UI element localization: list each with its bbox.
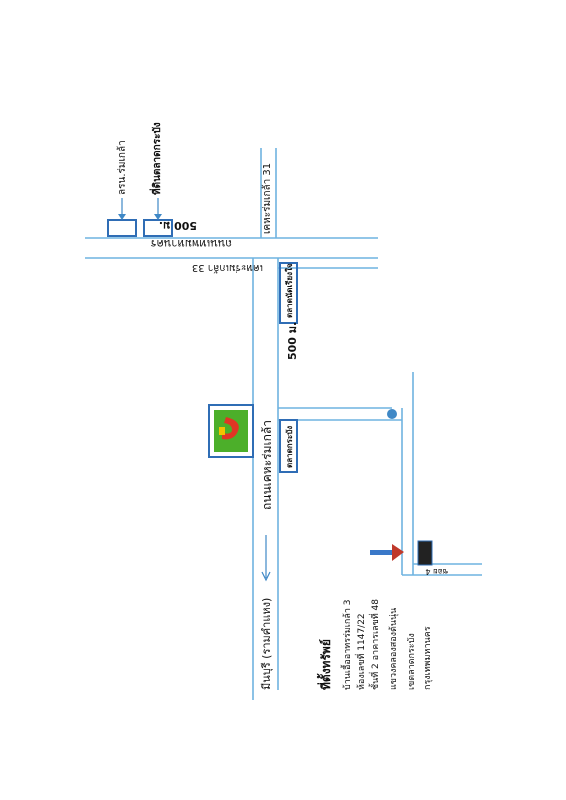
property-building xyxy=(417,540,433,566)
address-block: ที่ตั้งทรัพย์ บ้านเอื้ออาทรร่มเกล้า 3 ห้… xyxy=(316,599,433,690)
junction-dot-icon xyxy=(387,409,397,419)
soi-31-label: เคหะร่มเกล้า 31 xyxy=(261,163,273,234)
soi-33-label: เคหะร่มเกล้า 33 xyxy=(192,262,263,274)
arrow-right-icon xyxy=(392,544,404,561)
address-title: ที่ตั้งทรัพย์ xyxy=(316,639,333,690)
main-road-label: ถนนเคหะร่มเกล้า xyxy=(260,420,274,510)
school-box xyxy=(107,219,137,237)
landmark-label: ตลาดกระบัง xyxy=(285,426,294,468)
market-near-label: ตลาดนัดเรียงใจ xyxy=(284,263,294,318)
address-line-4: แขวงคลองสองต้นนุ่น xyxy=(388,608,399,690)
market-near-box xyxy=(279,262,298,324)
soi-4-label: ซอย 4 xyxy=(425,567,448,576)
school-arrowhead-icon xyxy=(118,214,126,220)
road-top-label: ถนนเทพมหานคร xyxy=(150,237,232,250)
market-arrowhead-icon xyxy=(154,214,162,220)
address-line-1: บ้านเอื้ออาทรร่มเกล้า 3 xyxy=(340,600,353,690)
property-arrow-body xyxy=(370,550,392,555)
address-line-5: เขตลาดกระบัง xyxy=(407,633,417,690)
store-logo-icon xyxy=(208,404,254,458)
dist-mid-label: 500 ม. xyxy=(286,322,299,360)
address-line-6: กรุงเทพมหานคร xyxy=(423,626,433,690)
address-line-3: ชั้นที่ 2 อาคารเลขที่ 48 xyxy=(368,599,381,690)
market-label: ที่ดินตลาดกระบัง xyxy=(149,122,163,195)
landmark-box xyxy=(279,419,298,473)
dist-top-label: 500 ม. xyxy=(159,219,197,232)
direction-arrowhead-icon xyxy=(261,571,271,582)
min-buri-label: มีนบุรี (รามคำแหง) xyxy=(260,598,273,690)
address-line-2: ห้องเลขที่ 1147/22 xyxy=(354,613,367,690)
school-label: ลรน.ร่มเกล้า xyxy=(116,140,128,195)
